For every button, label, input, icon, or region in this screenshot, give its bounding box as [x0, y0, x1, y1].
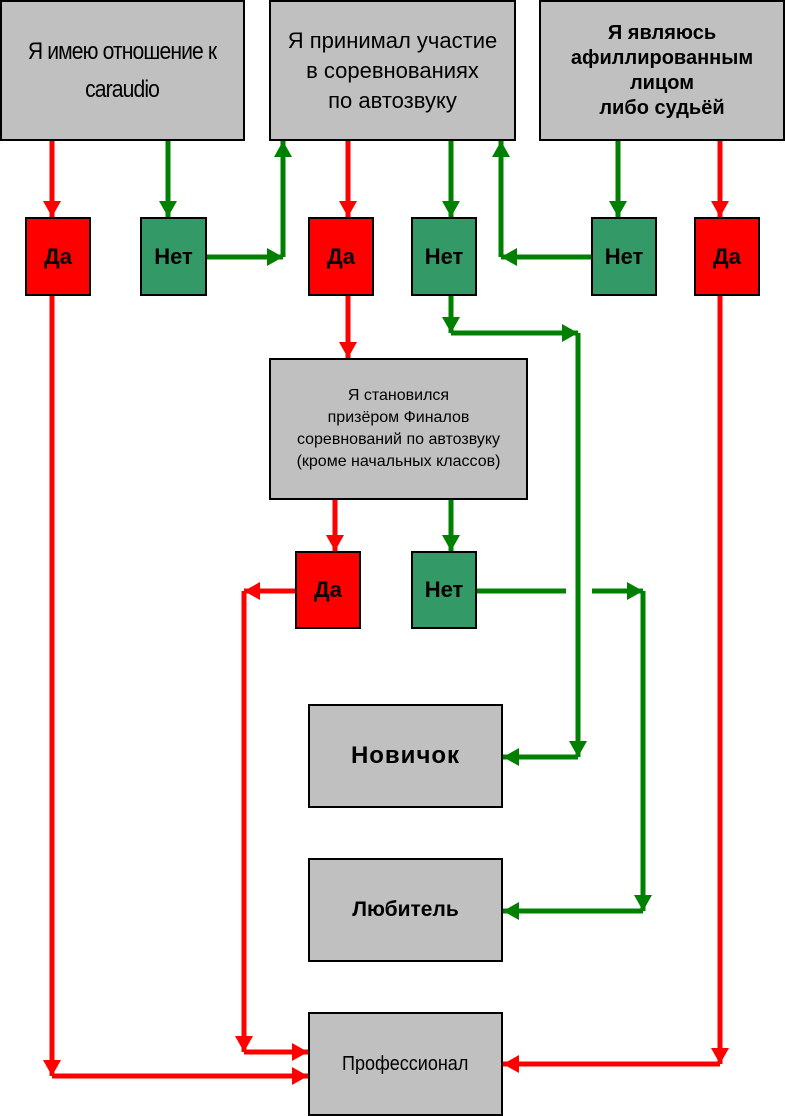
arrow-q2-no-down-arrowhead	[442, 317, 460, 333]
question-caraudio-relation-text: Я имею отношение к caraudio	[28, 37, 217, 103]
question-caraudio-relation: Я имею отношение к caraudio	[0, 0, 245, 141]
answer-q4-yes-label: Да	[314, 577, 342, 602]
answer-q1-yes: Да	[25, 217, 91, 296]
answer-q1-yes-label: Да	[44, 243, 72, 269]
answer-q3-no: Нет	[591, 217, 657, 296]
arrow-q3-no-left-arrowhead	[501, 248, 517, 266]
result-novice-label: Новичок	[350, 742, 461, 769]
arrow-q2-to-yes-arrowhead	[339, 201, 357, 217]
result-amateur-label: Любитель	[352, 898, 459, 921]
result-amateur: Любитель	[308, 858, 503, 962]
question-affiliated-or-judge: Я являюсь афиллированным лицом либо судь…	[539, 0, 785, 141]
arrow-q2-no-to-novice-arrowhead	[503, 748, 519, 766]
answer-q1-no-label: Нет	[154, 243, 193, 269]
result-novice: Новичок	[308, 704, 503, 808]
arrow-q4-to-yes-arrowhead	[326, 535, 344, 551]
answer-q2-no-label: Нет	[424, 243, 464, 269]
answer-q4-yes: Да	[295, 551, 361, 629]
arrow-q2-to-no-arrowhead	[442, 201, 460, 217]
arrow-q2-no-right-arrowhead	[562, 324, 578, 342]
arrow-q4-to-no-arrowhead	[442, 535, 460, 551]
answer-q2-yes-label: Да	[327, 243, 355, 269]
arrow-q1-to-yes-arrowhead	[43, 201, 61, 217]
arrow-q3-no-up-to-q2-arrowhead	[492, 141, 510, 157]
arrow-q1-no-right-arrowhead	[267, 248, 283, 266]
answer-q4-no: Нет	[411, 551, 477, 629]
arrow-q3-yes-to-professional-arrowhead	[503, 1055, 519, 1073]
answer-q1-no: Нет	[140, 217, 207, 296]
question-finals-prizewinner: Я становился призёром Финалов соревнован…	[269, 358, 528, 500]
arrow-q3-yes-down-arrowhead	[711, 1048, 729, 1064]
answer-q3-yes-label: Да	[713, 243, 741, 269]
answer-q3-yes: Да	[694, 217, 760, 296]
arrow-q3-to-no-arrowhead	[609, 201, 627, 217]
result-professional-label: Профессионал	[342, 1052, 469, 1075]
question-competition-participation-text: Я принимал участие в соревнованиях по ав…	[287, 27, 498, 113]
answer-q3-no-label: Нет	[604, 243, 644, 269]
arrow-q4-yes-to-professional-arrowhead	[292, 1043, 308, 1061]
result-professional: Профессионал	[308, 1012, 503, 1116]
question-competition-participation: Я принимал участие в соревнованиях по ав…	[269, 0, 516, 141]
arrow-q1-yes-to-professional-arrowhead	[292, 1067, 308, 1085]
arrow-q4-yes-down-arrowhead	[235, 1036, 253, 1052]
arrow-q1-to-no-arrowhead	[159, 201, 177, 217]
answer-q2-no: Нет	[411, 217, 477, 296]
arrow-q4-no-to-amateur-arrowhead	[503, 902, 519, 920]
arrow-q4-no-down-arrowhead	[634, 895, 652, 911]
arrow-q2-no-long-down-arrowhead	[569, 741, 587, 757]
arrow-q1-yes-down-arrowhead	[43, 1060, 61, 1076]
arrow-q4-yes-left-arrowhead	[244, 582, 260, 600]
answer-q2-yes: Да	[308, 217, 374, 296]
arrow-q1-no-up-to-q2-arrowhead	[274, 141, 292, 157]
question-affiliated-or-judge-text: Я являюсь афиллированным лицом либо судь…	[570, 21, 754, 119]
arrow-q4-no-right-arrowhead	[627, 582, 643, 600]
arrow-q2-yes-to-q4-arrowhead	[339, 342, 357, 358]
answer-q4-no-label: Нет	[424, 577, 464, 602]
arrow-q3-to-yes-arrowhead	[711, 201, 729, 217]
question-finals-prizewinner-text: Я становился призёром Финалов соревнован…	[296, 387, 501, 470]
